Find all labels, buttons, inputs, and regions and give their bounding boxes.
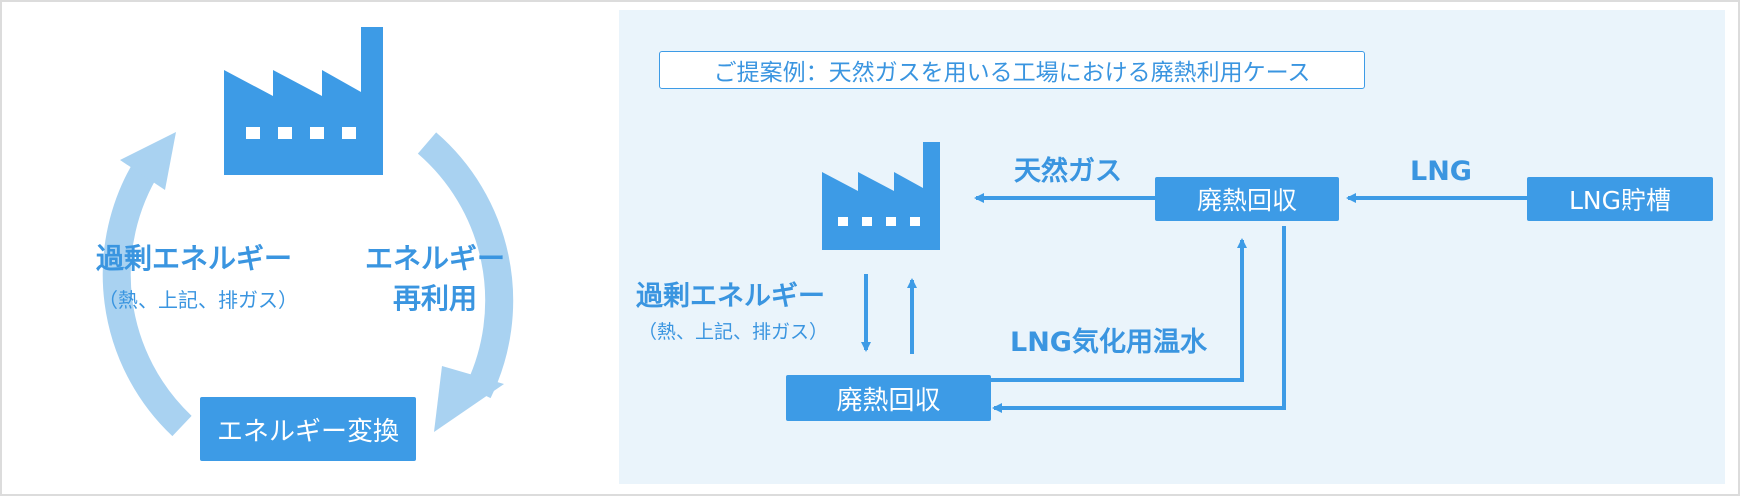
arrow-warm-water-back <box>992 226 1286 413</box>
lng-label: LNG <box>1410 156 1472 187</box>
excess-energy-label: 過剰エネルギー <box>96 242 293 275</box>
heat-recovery-box-top: 廃熱回収 <box>1155 177 1339 221</box>
excess-energy-note-right: （熱、上記、排ガス） <box>638 321 829 343</box>
cycle-arrowhead-right <box>434 366 504 432</box>
natural-gas-label: 天然ガス <box>1014 156 1122 187</box>
case-title: ご提案例：天然ガスを用いる工場における廃熱利用ケース <box>659 51 1365 89</box>
cycle-arrow-right <box>417 132 514 399</box>
heat-recovery-box-bottom: 廃熱回収 <box>786 375 991 421</box>
factory-icon <box>822 142 940 250</box>
energy-reuse-label-line1: エネルギー <box>365 242 506 275</box>
lng-warm-water-label: LNG気化用温水 <box>1010 327 1207 358</box>
energy-conversion-box: エネルギー変換 <box>200 397 416 461</box>
cycle-arrow-left <box>102 157 192 437</box>
arrow-warm-water-up <box>991 238 1247 382</box>
factory-icon <box>224 27 383 175</box>
excess-energy-label-right: 過剰エネルギー <box>636 281 825 312</box>
flow-arrows <box>861 193 1527 413</box>
excess-energy-note: （熱、上記、排ガス） <box>98 288 298 312</box>
cycle-arrowhead-left <box>120 132 176 190</box>
energy-reuse-label-line2: 再利用 <box>393 282 478 315</box>
lng-tank-box: LNG貯槽 <box>1527 177 1713 221</box>
